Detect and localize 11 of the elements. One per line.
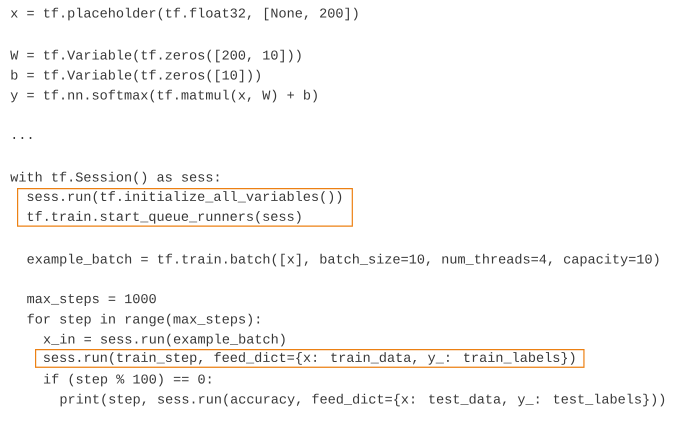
code-line: example_batch = tf.train.batch([x], batch_size=10, num_threads=4, capacity=10) [27,254,658,266]
code-line: print(step, sess.run(accuracy, feed_dict={x: test_data, y_: test_labels})) [60,394,664,406]
code-line: x = tf.placeholder(tf.float32, [None, 200]) [10,8,358,20]
code-line: b = tf.Variable(tf.zeros([10])) [11,70,260,82]
code-line: max_steps = 1000 [27,294,156,306]
code-line: for step in range(max_steps): [28,314,260,326]
code-line: W = tf.Variable(tf.zeros([200, 10])) [10,50,301,62]
code-line: ... [13,137,32,139]
code-line: y = tf.nn.softmax(tf.matmul(x, W) + b) [10,90,317,102]
highlight-box: sess.run(train_step, feed_dict={x: train_data, y_: train_labels}) [35,349,585,368]
highlight-box: sess.run(tf.initialize_all_variables()) tf.train.start_queue_runners(sess) [17,188,353,227]
